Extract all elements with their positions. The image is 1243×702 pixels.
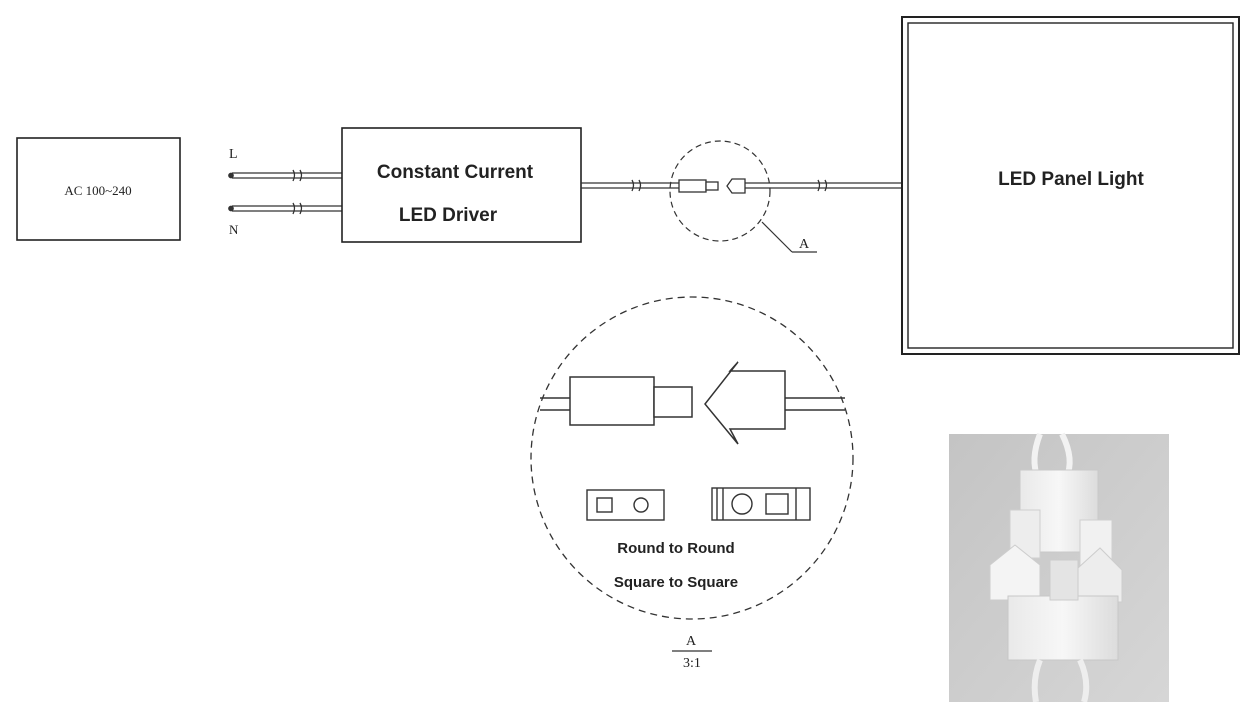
- connector-photo: [949, 432, 1169, 702]
- detail-view: Round to Round Square to Square A 3:1: [530, 296, 854, 671]
- detail-note-line2: Square to Square: [614, 574, 738, 591]
- ac-source-label: AC 100~240: [64, 183, 131, 198]
- detail-callout: A: [669, 140, 817, 253]
- output-wires: [581, 179, 902, 192]
- detail-scale: 3:1: [683, 656, 701, 671]
- detail-tag: A: [686, 634, 697, 649]
- connector-small: [678, 178, 746, 194]
- driver-label-line1: Constant Current: [377, 162, 534, 183]
- neutral-terminal-label: N: [229, 222, 239, 237]
- detail-note-line1: Round to Round: [617, 540, 734, 557]
- led-panel-block: LED Panel Light: [901, 16, 1240, 355]
- line-terminal-label: L: [229, 147, 238, 162]
- callout-tag: A: [799, 237, 810, 252]
- connector-enlarged: [540, 361, 845, 445]
- round-square-pin-faces: [586, 487, 811, 521]
- ac-source-block: AC 100~240: [16, 137, 181, 241]
- led-driver-block: Constant Current LED Driver: [341, 127, 582, 243]
- input-wires: [228, 169, 342, 215]
- driver-label-line2: LED Driver: [399, 205, 498, 226]
- panel-label: LED Panel Light: [998, 169, 1144, 190]
